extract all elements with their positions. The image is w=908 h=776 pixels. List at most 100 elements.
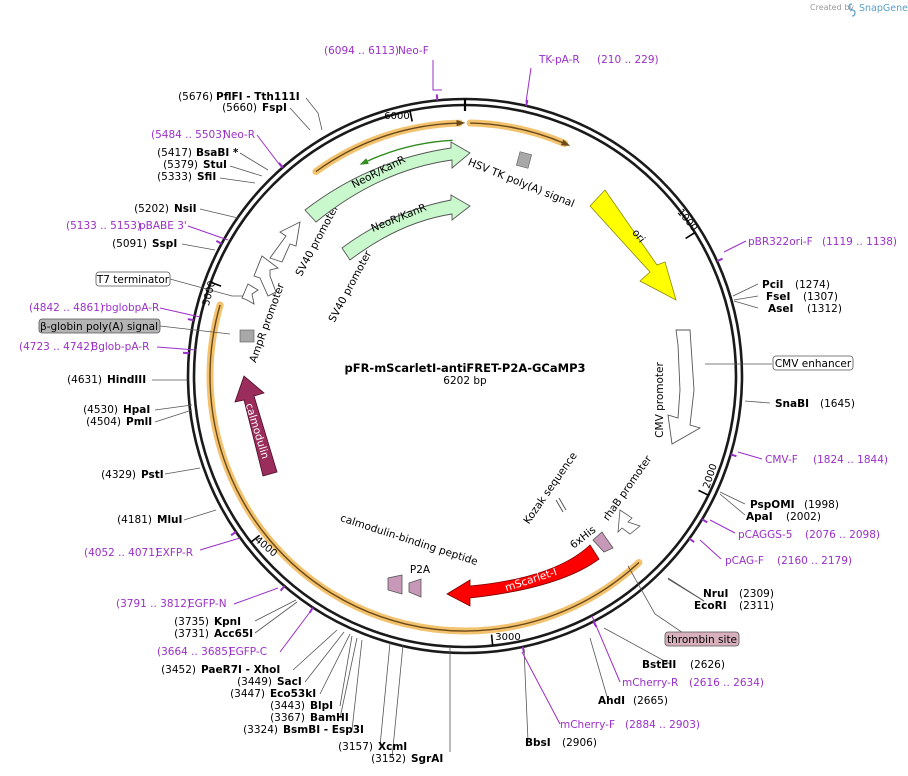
svg-text:(3731): (3731) bbox=[174, 628, 209, 640]
site-ahdi: AhdI (2665) bbox=[598, 695, 668, 707]
calmodulin-label: calmodulin bbox=[243, 402, 271, 461]
orf-arc-top-left bbox=[312, 119, 463, 176]
primer-pcaggs-5: pCAGGS-5(2076 .. 2098) bbox=[738, 529, 880, 541]
svg-text:(2626): (2626) bbox=[690, 659, 725, 671]
credit-brand: SnapGene bbox=[859, 3, 908, 14]
svg-text:(2311): (2311) bbox=[739, 600, 774, 612]
svg-text:(5379): (5379) bbox=[163, 159, 198, 171]
svg-text:(2160 .. 2179): (2160 .. 2179) bbox=[777, 555, 852, 567]
svg-text:SspI: SspI bbox=[152, 238, 177, 250]
site-hindiii: (4631)HindIII bbox=[67, 374, 146, 386]
svg-text:(4631): (4631) bbox=[67, 374, 102, 386]
svg-text:(2906): (2906) bbox=[562, 737, 597, 749]
boxed-feature-thrombin-site: thrombin site bbox=[664, 631, 740, 647]
tick-4000 bbox=[250, 534, 261, 543]
primer-mark-3 bbox=[730, 453, 737, 458]
svg-text:(1307): (1307) bbox=[803, 291, 838, 303]
rhab-promoter-arrow bbox=[617, 509, 641, 535]
svg-text:rbglobpA-R: rbglobpA-R bbox=[101, 302, 159, 314]
primer-mark-13 bbox=[215, 239, 223, 245]
svg-text:SacI: SacI bbox=[277, 676, 302, 688]
primer-pbabe-3: (5133 .. 5153)pBABE 3' bbox=[66, 220, 187, 232]
svg-text:SgrAI: SgrAI bbox=[411, 753, 443, 765]
tick-marks bbox=[210, 110, 709, 646]
svg-text:(4329): (4329) bbox=[101, 469, 136, 481]
cmv-promoter-label: CMV promoter bbox=[654, 362, 666, 438]
svg-text:(3449): (3449) bbox=[237, 676, 272, 688]
svg-text:(3664 .. 3685): (3664 .. 3685) bbox=[157, 646, 232, 658]
site-bbsi: BbsI(2906) bbox=[525, 737, 597, 749]
boxed-feature-beta-globin-polya: β-globin poly(A) signal bbox=[38, 318, 161, 334]
svg-text:KpnI: KpnI bbox=[214, 616, 241, 628]
svg-text:T7 terminator: T7 terminator bbox=[96, 274, 170, 286]
svg-text:(3152): (3152) bbox=[371, 753, 406, 765]
primer-labels: (6094 .. 6113)Neo-F TK-pA-R(210 .. 229) … bbox=[19, 45, 897, 731]
site-sgrai: (3152) SgrAI bbox=[371, 753, 443, 765]
site-bamhi: (3367) BamHI bbox=[270, 712, 349, 724]
svg-text:FspI: FspI bbox=[262, 102, 287, 114]
primer-neo-f: (6094 .. 6113)Neo-F bbox=[324, 45, 429, 57]
svg-text:(1824 .. 1844): (1824 .. 1844) bbox=[813, 454, 888, 466]
svg-text:PflFI - Tth111I: PflFI - Tth111I bbox=[216, 91, 300, 103]
svg-text:(2884 .. 2903): (2884 .. 2903) bbox=[625, 719, 700, 731]
svg-text:BamHI: BamHI bbox=[310, 712, 349, 724]
svg-text:(3367): (3367) bbox=[270, 712, 305, 724]
primer-pcag-f: pCAG-F (2160 .. 2179) bbox=[725, 555, 852, 567]
orf-arc-top-right bbox=[466, 119, 569, 147]
tick-6000 bbox=[409, 110, 413, 122]
orf-arrowhead-2 bbox=[560, 139, 571, 146]
primer-pbr322ori-f: pBR322ori-F(1119 .. 1138) bbox=[748, 236, 897, 248]
svg-text:(3452): (3452) bbox=[161, 664, 196, 676]
svg-text:TK-pA-R: TK-pA-R bbox=[538, 54, 580, 66]
svg-text:thrombin site: thrombin site bbox=[667, 634, 737, 646]
svg-text:(5660): (5660) bbox=[222, 102, 257, 114]
site-acc65i: (3731) Acc65I bbox=[174, 628, 253, 640]
primer-mark-10 bbox=[230, 531, 237, 537]
primer-mark-9 bbox=[279, 585, 286, 592]
svg-text:(5676): (5676) bbox=[178, 91, 213, 103]
site-stui: (5379)StuI bbox=[163, 159, 227, 171]
svg-text:(5333): (5333) bbox=[157, 171, 192, 183]
site-pcii: PciI(1274) bbox=[762, 279, 830, 291]
primer-marks bbox=[182, 94, 737, 653]
svg-text:pCAG-F: pCAG-F bbox=[725, 555, 764, 567]
svg-text:BsaBI *: BsaBI * bbox=[196, 147, 239, 159]
primer-mcherry-f: mCherry-F(2884 .. 2903) bbox=[560, 719, 700, 731]
svg-text:(2309): (2309) bbox=[739, 588, 774, 600]
svg-text:(3791 .. 3812): (3791 .. 3812) bbox=[116, 598, 191, 610]
svg-text:(3157): (3157) bbox=[338, 741, 373, 753]
svg-text:(3735): (3735) bbox=[174, 616, 209, 628]
site-fsei: FseI (1307) bbox=[766, 291, 838, 303]
svg-text:pBR322ori-F: pBR322ori-F bbox=[748, 236, 813, 248]
site-blpi: (3443)BlpI bbox=[270, 700, 333, 712]
primer-mark-12 bbox=[187, 318, 194, 322]
svg-text:Bglob-pA-R: Bglob-pA-R bbox=[91, 341, 149, 353]
svg-text:AhdI: AhdI bbox=[598, 695, 625, 707]
svg-text:MluI: MluI bbox=[157, 514, 182, 526]
svg-text:(6094 .. 6113): (6094 .. 6113) bbox=[324, 45, 399, 57]
svg-text:(2665): (2665) bbox=[633, 695, 668, 707]
svg-text:Acc65I: Acc65I bbox=[214, 628, 253, 640]
svg-text:pBABE 3': pBABE 3' bbox=[139, 220, 187, 232]
leader-lines bbox=[152, 97, 772, 759]
svg-text:NsiI: NsiI bbox=[174, 203, 197, 215]
svg-text:(4504): (4504) bbox=[86, 416, 121, 428]
primer-mark-4 bbox=[701, 518, 708, 524]
kozak-mark bbox=[555, 497, 567, 513]
primer-egfp-n: (3791 .. 3812)EGFP-N bbox=[116, 598, 227, 610]
site-pspomi: PspOMI(1998) bbox=[750, 499, 839, 511]
svg-text:(2076 .. 2098): (2076 .. 2098) bbox=[805, 529, 880, 541]
svg-text:(4530): (4530) bbox=[83, 404, 118, 416]
svg-text:FseI: FseI bbox=[766, 291, 790, 303]
primer-mark-2 bbox=[716, 257, 723, 263]
svg-text:BstEII: BstEII bbox=[642, 659, 676, 671]
tick-label-6000: 6000 bbox=[384, 111, 409, 122]
primer-mark-5 bbox=[688, 537, 695, 543]
svg-text:(1274): (1274) bbox=[795, 279, 830, 291]
mscarlet-arrow bbox=[446, 544, 600, 607]
svg-text:ApaI: ApaI bbox=[746, 511, 773, 523]
cmv-promoter-arrow bbox=[667, 329, 702, 445]
primer-rbglobpa-r: (4842 .. 4861)rbglobpA-R bbox=[29, 302, 159, 314]
svg-text:(1645): (1645) bbox=[820, 398, 855, 410]
